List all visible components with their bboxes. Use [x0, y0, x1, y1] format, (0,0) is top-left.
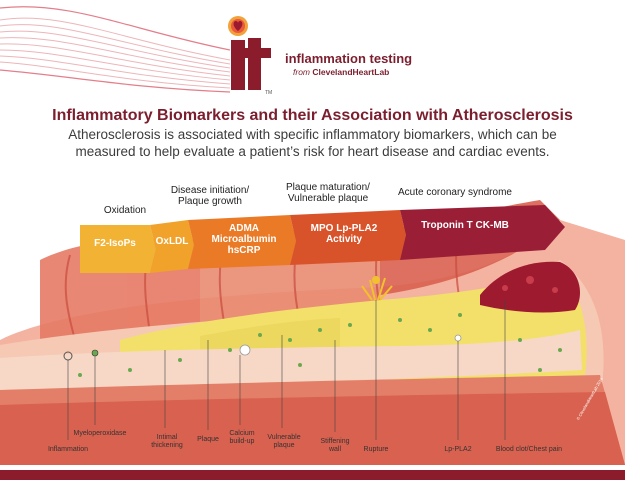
ribbon-decoration [0, 6, 230, 93]
biomarker-arrows [80, 205, 565, 273]
label-stiffening-wall: Stiffening wall [320, 438, 350, 453]
it-logo-icon [228, 16, 271, 90]
marker-adma: ADMA Microalbumin hsCRP [211, 223, 277, 256]
brand-tagline: from ClevelandHeartLab [293, 67, 390, 77]
marker-troponin: Troponin T CK-MB [421, 220, 509, 231]
label-myeloperoxidase: Myeloperoxidase [73, 430, 127, 437]
stage-acs: Acute coronary syndrome [398, 187, 512, 198]
label-vulnerable-plaque: Vulnerable plaque [267, 434, 301, 449]
footer-bar [0, 470, 625, 480]
label-blood-clot: Blood clot/Chest pain [495, 446, 563, 453]
page-subtitle: Atherosclerosis is associated with speci… [68, 127, 557, 159]
artery-illustration [0, 200, 625, 465]
stage-initiation: Disease initiation/ Plaque growth [170, 185, 250, 207]
label-lp-pla2: Lp-PLA2 [444, 446, 472, 453]
page-title: Inflammatory Biomarkers and their Associ… [52, 107, 573, 124]
stage-maturation: Plaque maturation/ Vulnerable plaque [286, 182, 370, 204]
label-rupture: Rupture [363, 446, 389, 453]
trademark: TM [265, 90, 273, 96]
marker-mpo: MPO Lp-PLA2 Activity [310, 223, 378, 245]
label-intimal-thickening: Intimal thickening [151, 434, 183, 449]
marker-f2-isops: F2-IsoPs [94, 238, 136, 249]
label-inflammation: Inflammation [47, 446, 89, 453]
stage-oxidation: Oxidation [103, 205, 147, 216]
brand-name: inflammation testing [285, 51, 413, 66]
label-calcium-build-up: Calcium build-up [229, 430, 255, 445]
marker-oxldl: OxLDL [155, 236, 189, 247]
label-plaque: Plaque [197, 436, 219, 443]
